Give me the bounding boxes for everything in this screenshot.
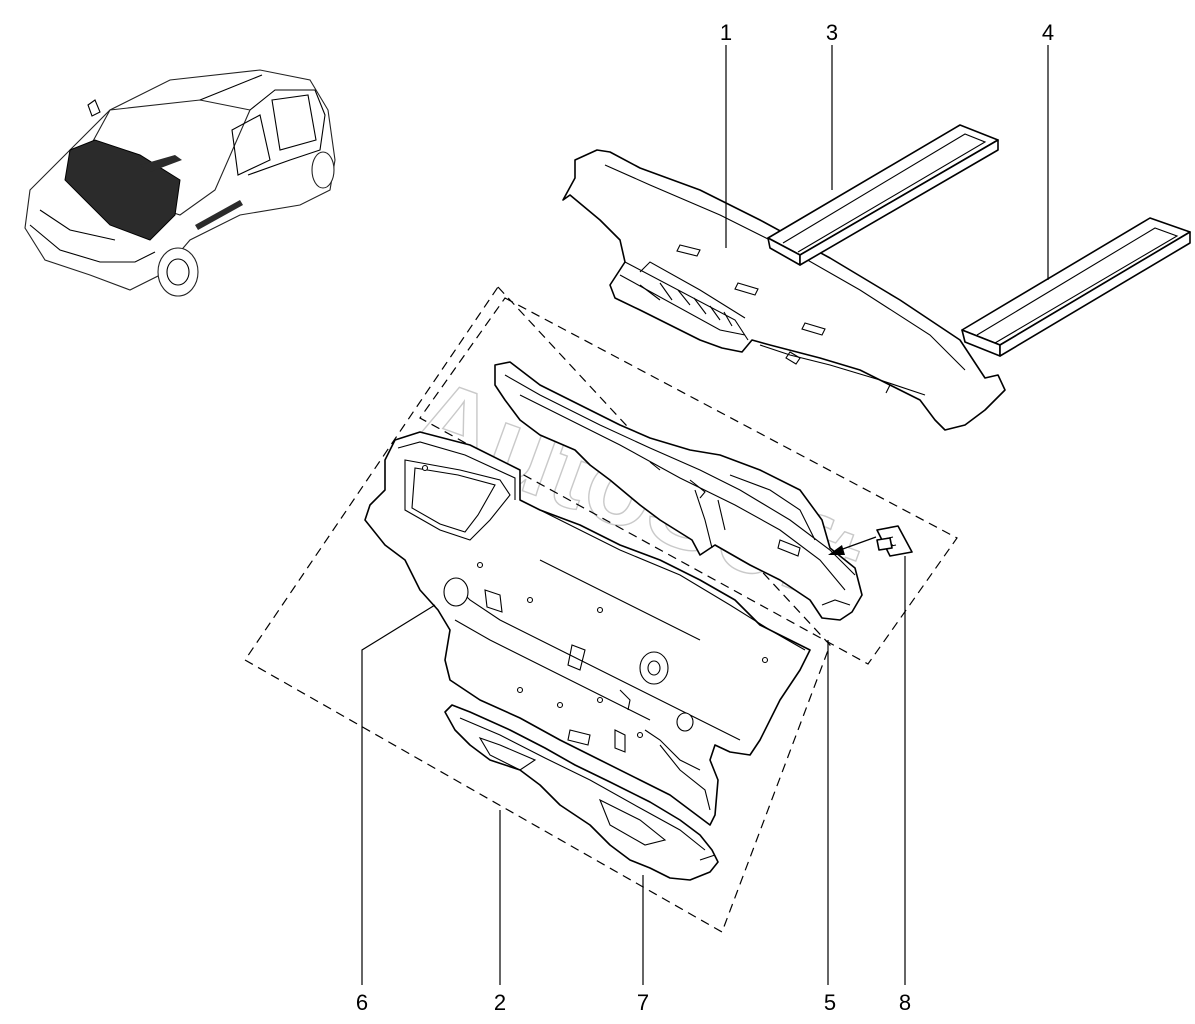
callout-4: 4 <box>1042 20 1054 45</box>
part-4-channel-strip <box>961 217 1191 357</box>
part-6-bulkhead-panel <box>364 431 811 826</box>
vehicle-locator-thumbnail <box>24 69 336 297</box>
callout-7: 7 <box>637 990 649 1015</box>
part-5-cowl-cross-member <box>494 361 863 621</box>
callout-3: 3 <box>826 20 838 45</box>
part-3-channel-strip <box>767 124 999 266</box>
callout-6: 6 <box>356 990 368 1015</box>
callout-5: 5 <box>824 990 836 1015</box>
part-8-clip <box>828 525 913 557</box>
part-1-cowl-upper-panel <box>562 149 1006 431</box>
callout-8: 8 <box>899 990 911 1015</box>
assembly-frame-inner <box>419 297 958 665</box>
leader-lines <box>361 45 1049 985</box>
part-7-lower-reinforcement <box>444 704 719 881</box>
callout-2: 2 <box>494 990 506 1015</box>
callout-1: 1 <box>720 20 732 45</box>
